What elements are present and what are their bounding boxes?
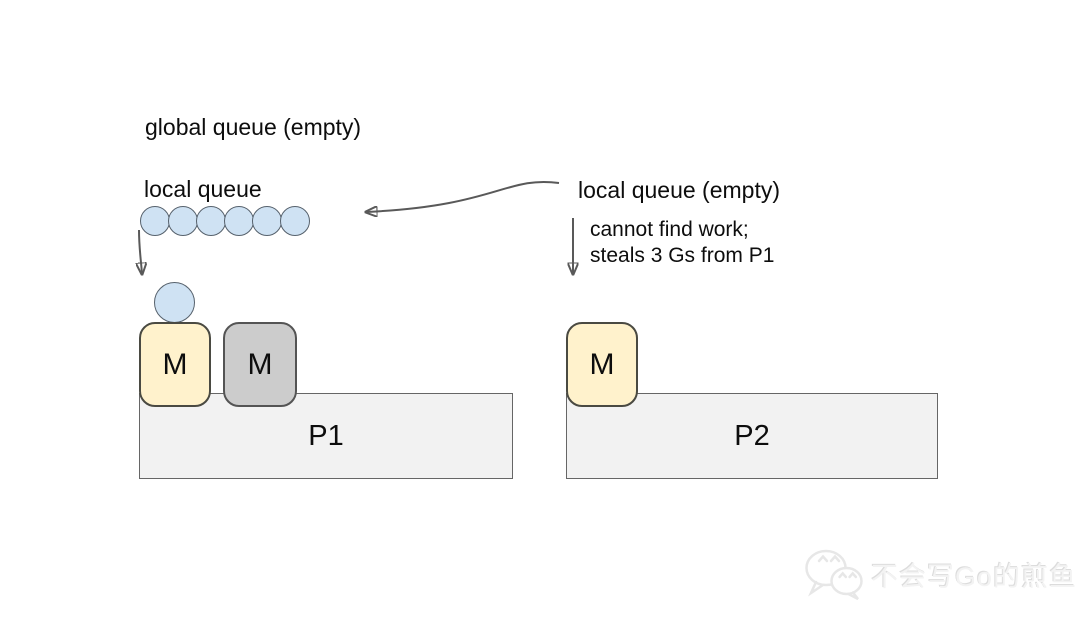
processor-p1-label: P1 [308, 419, 344, 452]
goroutine-circle [224, 206, 254, 236]
p1-local-queue-label: local queue [144, 176, 262, 202]
running-goroutine-circle [154, 282, 195, 323]
processor-p2-box: P2 [566, 393, 938, 479]
wechat-icon [805, 549, 863, 600]
goroutine-circle [280, 206, 310, 236]
p2-local-queue-label: local queue (empty) [578, 177, 780, 203]
goroutine-circle [252, 206, 282, 236]
processor-p2-label: P2 [734, 419, 770, 452]
machine-m3-label: M [589, 347, 615, 381]
steal-note-line1: cannot find work; [590, 218, 749, 241]
steal-note-line2: steals 3 Gs from P1 [590, 244, 775, 267]
goroutine-circle [140, 206, 170, 236]
steal-note: cannot find work; steals 3 Gs from P1 [590, 217, 774, 269]
machine-m3-box: M [566, 322, 638, 407]
processor-p1-box: P1 [139, 393, 513, 479]
watermark-text: 不会写Go的煎鱼 [871, 561, 1078, 592]
machine-m2-label: M [247, 347, 273, 381]
steal-curve-arrow [366, 181, 560, 212]
queue-to-machine-arrow [139, 229, 142, 274]
watermark: 不会写Go的煎鱼 [803, 548, 1077, 600]
p1-local-queue-goroutines [140, 206, 310, 236]
global-queue-label: global queue (empty) [145, 114, 362, 140]
goroutine-circle [168, 206, 198, 236]
machine-m1-label: M [162, 347, 188, 381]
machine-m2-box: M [223, 322, 297, 407]
machine-m1-box: M [139, 322, 211, 407]
goroutine-circle [196, 206, 226, 236]
